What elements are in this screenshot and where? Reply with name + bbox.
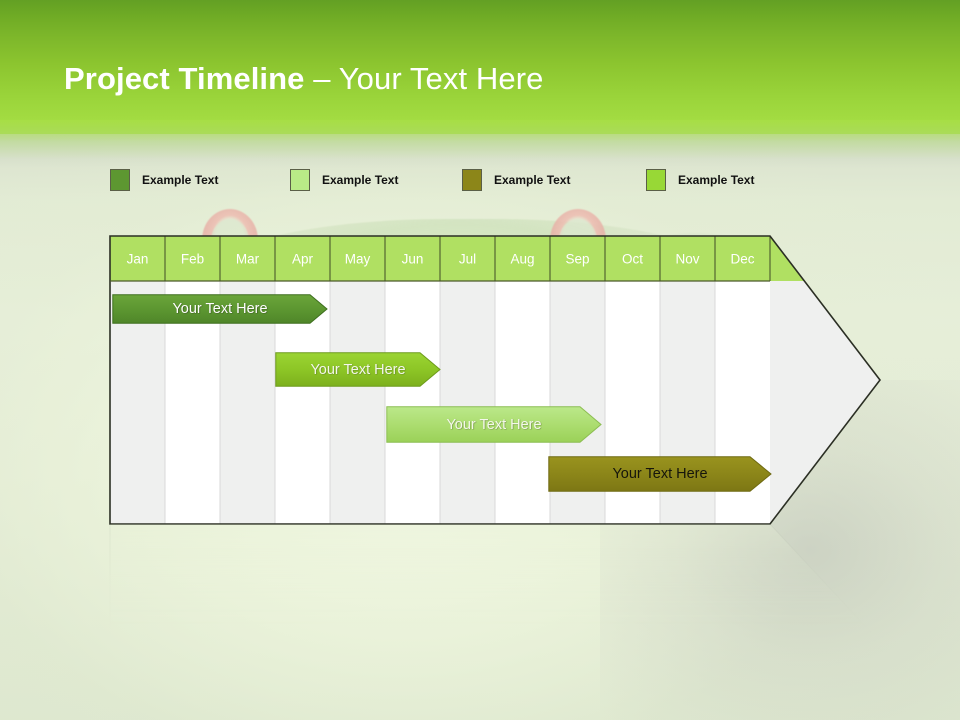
month-cell-jan[interactable] xyxy=(110,236,165,281)
legend-label-2: Example Text xyxy=(322,173,399,187)
month-label-jun: Jun xyxy=(402,252,424,267)
month-label-jan: Jan xyxy=(127,252,149,267)
page-title: Project Timeline – Your Text Here xyxy=(64,59,543,99)
legend-label-4: Example Text xyxy=(678,173,755,187)
month-cell-oct[interactable] xyxy=(605,236,660,281)
legend-item-2[interactable]: Example Text xyxy=(290,167,398,193)
header-band xyxy=(0,0,960,134)
month-cell-may[interactable] xyxy=(330,236,385,281)
legend-swatch-3 xyxy=(462,169,482,191)
month-label-sep: Sep xyxy=(565,252,589,267)
month-cell-dec[interactable] xyxy=(715,236,770,281)
month-cell-feb[interactable] xyxy=(165,236,220,281)
month-cell-nov[interactable] xyxy=(660,236,715,281)
legend-item-4[interactable]: Example Text xyxy=(646,167,754,193)
month-cell-sep[interactable] xyxy=(550,236,605,281)
legend-label-3: Example Text xyxy=(494,173,571,187)
legend-label-1: Example Text xyxy=(142,173,219,187)
month-header-dividers xyxy=(164,236,771,281)
month-cell-aug[interactable] xyxy=(495,236,550,281)
task-bar-1[interactable]: Your Text Here xyxy=(112,294,328,324)
month-label-dec: Dec xyxy=(730,252,754,267)
month-label-mar: Mar xyxy=(236,252,260,267)
page-title-light: – Your Text Here xyxy=(304,61,544,96)
timeline-arrow-outline xyxy=(109,235,882,525)
column-aug xyxy=(495,281,550,524)
column-stripes xyxy=(165,281,770,524)
month-cell-jun[interactable] xyxy=(385,236,440,281)
task-bar-3-shape xyxy=(386,406,602,443)
month-cell-mar[interactable] xyxy=(220,236,275,281)
task-bar-1-shape xyxy=(112,294,328,324)
timeline-reflection xyxy=(108,524,886,644)
task-bar-2-shape xyxy=(275,352,441,387)
month-label-feb: Feb xyxy=(181,252,204,267)
header-band-fade xyxy=(0,120,960,168)
task-bar-3[interactable]: Your Text Here xyxy=(386,406,602,443)
month-header-row xyxy=(110,236,804,281)
month-label-oct: Oct xyxy=(622,252,643,267)
legend-swatch-2 xyxy=(290,169,310,191)
legend-item-3[interactable]: Example Text xyxy=(462,167,570,193)
month-label-may: May xyxy=(345,252,371,267)
legend-swatch-4 xyxy=(646,169,666,191)
month-label-jul: Jul xyxy=(459,252,476,267)
month-labels: Jan Feb Mar Apr May Jun Jul Aug Sep Oct … xyxy=(127,252,755,267)
month-label-apr: Apr xyxy=(292,252,314,267)
legend-swatch-1 xyxy=(110,169,130,191)
task-bar-2[interactable]: Your Text Here xyxy=(275,352,441,387)
month-label-aug: Aug xyxy=(510,252,534,267)
legend: Example Text Example Text Example Text E… xyxy=(110,167,830,197)
legend-item-1[interactable]: Example Text xyxy=(110,167,218,193)
column-jun xyxy=(385,281,440,524)
task-bar-4-shape xyxy=(548,456,772,492)
month-cell-apr[interactable] xyxy=(275,236,330,281)
timeline-chart: Jan Feb Mar Apr May Jun Jul Aug Sep Oct … xyxy=(108,234,886,526)
month-cell-jul[interactable] xyxy=(440,236,495,281)
month-label-nov: Nov xyxy=(675,252,699,267)
task-bar-4[interactable]: Your Text Here xyxy=(548,456,772,492)
page-title-strong: Project Timeline xyxy=(64,61,305,96)
timeline-reflection-svg xyxy=(109,524,881,643)
